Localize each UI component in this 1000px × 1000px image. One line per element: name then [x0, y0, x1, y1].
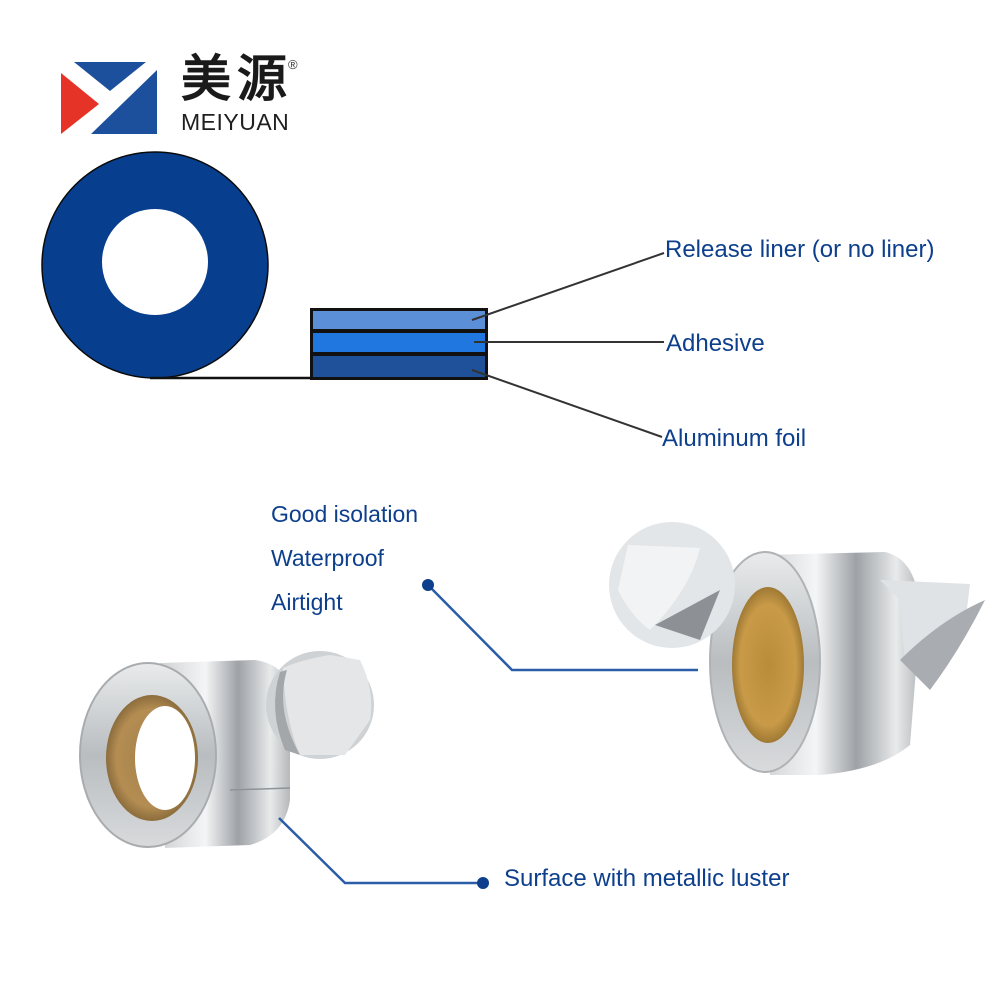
layer-release-liner — [313, 311, 485, 329]
layer-stack — [310, 308, 488, 380]
feature-airtight: Airtight — [271, 589, 343, 615]
feature-good-isolation: Good isolation — [271, 501, 419, 527]
label-aluminum-foil: Aluminum foil — [662, 425, 807, 452]
tape-roll-icon — [41, 151, 269, 379]
leader-dot-surface — [477, 877, 489, 889]
leader-dot-features — [422, 579, 434, 591]
label-release-liner: Release liner (or no liner) — [665, 236, 935, 263]
layer-adhesive — [313, 333, 485, 352]
layer-aluminum-foil — [313, 356, 485, 377]
tape-roll-liner-photo-icon — [609, 522, 985, 775]
feature-waterproof: Waterproof — [271, 545, 384, 571]
leader-lines — [471, 252, 665, 438]
tape-roll-metallic-photo-icon — [79, 651, 374, 848]
registered-mark: ® — [288, 57, 298, 72]
brand-name-chinese: 美源 — [181, 50, 293, 108]
brand-name-english: MEIYUAN — [181, 109, 290, 135]
feature-leader-lines — [278, 584, 698, 885]
surface-luster-label: Surface with metallic luster — [504, 865, 790, 892]
label-adhesive: Adhesive — [666, 330, 765, 357]
